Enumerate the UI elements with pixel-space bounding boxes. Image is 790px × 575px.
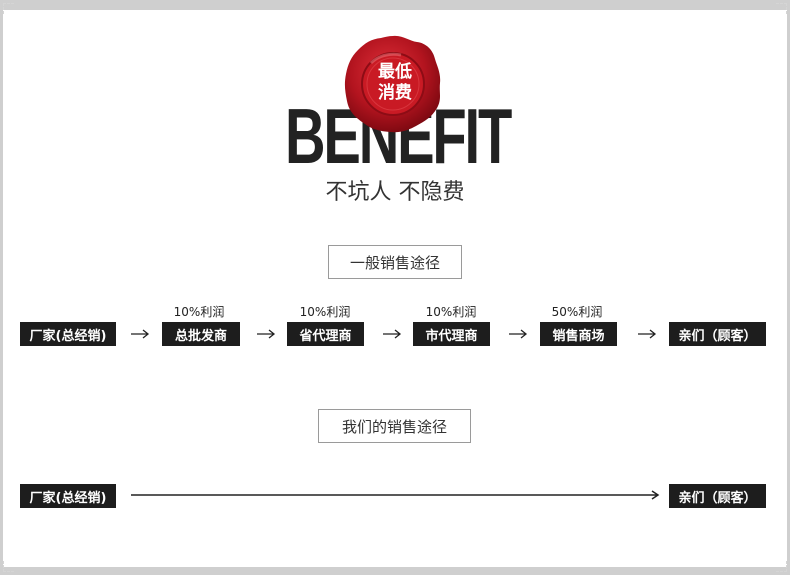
- flow-arrow-icon: [383, 329, 402, 339]
- node-manufacturer-direct: 厂家(总经销): [20, 484, 116, 508]
- flow-arrow-icon: [509, 329, 528, 339]
- flow-arrow-icon: [257, 329, 276, 339]
- common-path-title: 一般销售途径: [328, 245, 462, 279]
- node-city-agent: 市代理商: [413, 322, 490, 346]
- margin-label-3: 10%利润: [425, 305, 477, 319]
- corner-mark: [3, 3, 14, 14]
- corner-mark: [776, 3, 787, 14]
- margin-label-4: 50%利润: [551, 305, 603, 319]
- seal-line-1: 最低: [378, 62, 412, 82]
- node-customer: 亲们（顾客）: [669, 322, 766, 346]
- flow-arrow-icon: [131, 329, 150, 339]
- flow-arrow-icon: [638, 329, 657, 339]
- node-retail-mall: 销售商场: [540, 322, 617, 346]
- corner-mark: [776, 561, 787, 572]
- node-general-wholesaler: 总批发商: [162, 322, 240, 346]
- node-provincial-agent: 省代理商: [287, 322, 364, 346]
- node-manufacturer: 厂家(总经销): [20, 322, 116, 346]
- slogan: 不坑人 不隐费: [325, 180, 465, 205]
- margin-label-1: 10%利润: [173, 305, 225, 319]
- seal-line-2: 消费: [378, 83, 412, 103]
- corner-mark: [3, 561, 14, 572]
- wax-seal-icon: [344, 35, 441, 133]
- direct-flow-arrow-icon: [131, 490, 660, 500]
- margin-label-2: 10%利润: [299, 305, 351, 319]
- seal-label: 最低 消费: [366, 62, 424, 104]
- our-path-title: 我们的销售途径: [318, 409, 471, 443]
- node-customer-direct: 亲们（顾客）: [669, 484, 766, 508]
